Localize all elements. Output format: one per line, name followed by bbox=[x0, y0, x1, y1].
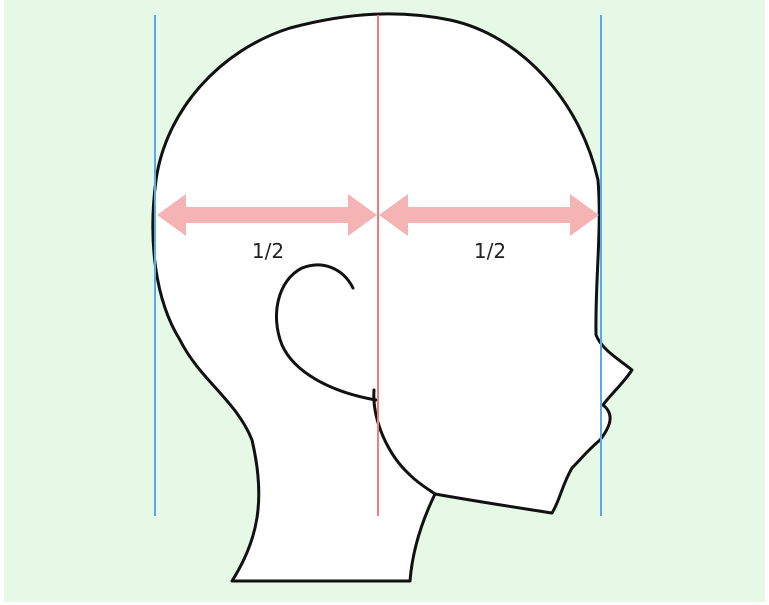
left-half-label: 1/2 bbox=[252, 239, 284, 263]
right-half-label: 1/2 bbox=[474, 239, 506, 263]
